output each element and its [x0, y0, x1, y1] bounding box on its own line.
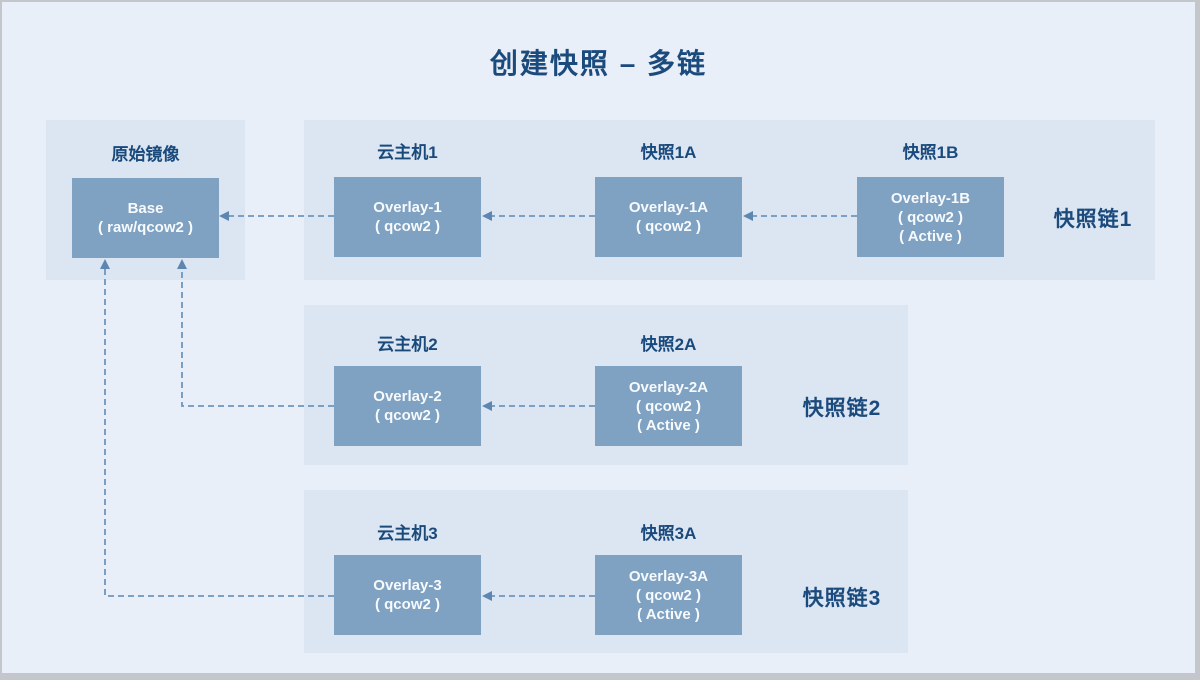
- arrow-overlay3-to-base: [100, 259, 334, 597]
- overlay-2a-line2: ( qcow2 ): [635, 397, 701, 415]
- overlay-1b-line2: ( qcow2 ): [897, 208, 963, 226]
- overlay-3-line2: ( qcow2 ): [374, 596, 440, 613]
- node-box-overlay-3a: Overlay-3A ( qcow2 ) ( Active ): [595, 555, 742, 635]
- node-box-overlay-2a: Overlay-2A ( qcow2 ) ( Active ): [595, 366, 742, 446]
- overlay-1b-line3: ( Active ): [899, 227, 962, 245]
- chain3-label: 快照链3: [802, 587, 882, 610]
- overlay-3a-line3: ( Active ): [637, 605, 700, 623]
- node-label-vm1: 云主机1: [377, 143, 438, 162]
- overlay-1a-line2: ( qcow2 ): [635, 218, 701, 235]
- overlay-2-line1: Overlay-2: [373, 388, 442, 405]
- overlay-3a-line2: ( qcow2 ): [635, 586, 701, 604]
- slide-title: 创建快照 – 多链: [489, 48, 708, 79]
- node-box-overlay-1b: Overlay-1B ( qcow2 ) ( Active ): [857, 177, 1004, 257]
- overlay-1b-line1: Overlay-1B: [890, 189, 971, 207]
- overlay-1-line1: Overlay-1: [373, 199, 442, 216]
- base-node-box: Base ( raw/qcow2 ): [72, 178, 219, 258]
- node-box-overlay-1a: Overlay-1A ( qcow2 ): [595, 177, 742, 257]
- overlay-2-line2: ( qcow2 ): [374, 407, 440, 424]
- chain1-label: 快照链1: [1053, 208, 1133, 231]
- base-panel-label: 原始镜像: [111, 145, 180, 164]
- node-label-snapshot1b: 快照1B: [902, 143, 959, 162]
- base-node-line1: Base: [127, 200, 164, 217]
- overlay-1-line2: ( qcow2 ): [374, 218, 440, 235]
- node-label-snapshot2a: 快照2A: [640, 335, 697, 354]
- node-label-snapshot1a: 快照1A: [640, 143, 697, 162]
- overlay-3-line1: Overlay-3: [373, 577, 442, 594]
- node-label-vm3: 云主机3: [377, 524, 438, 543]
- node-box-overlay-2: Overlay-2 ( qcow2 ): [334, 366, 481, 446]
- node-box-overlay-3: Overlay-3 ( qcow2 ): [334, 555, 481, 635]
- overlay-1a-line1: Overlay-1A: [628, 199, 709, 216]
- base-node-line2: ( raw/qcow2 ): [97, 219, 194, 236]
- node-label-vm2: 云主机2: [377, 335, 438, 354]
- node-box-overlay-1: Overlay-1 ( qcow2 ): [334, 177, 481, 257]
- chain2-label: 快照链2: [802, 397, 882, 420]
- overlay-2a-line3: ( Active ): [637, 416, 700, 434]
- overlay-3a-line1: Overlay-3A: [628, 567, 709, 585]
- overlay-2a-line1: Overlay-2A: [628, 378, 709, 396]
- node-label-snapshot3a: 快照3A: [640, 524, 697, 543]
